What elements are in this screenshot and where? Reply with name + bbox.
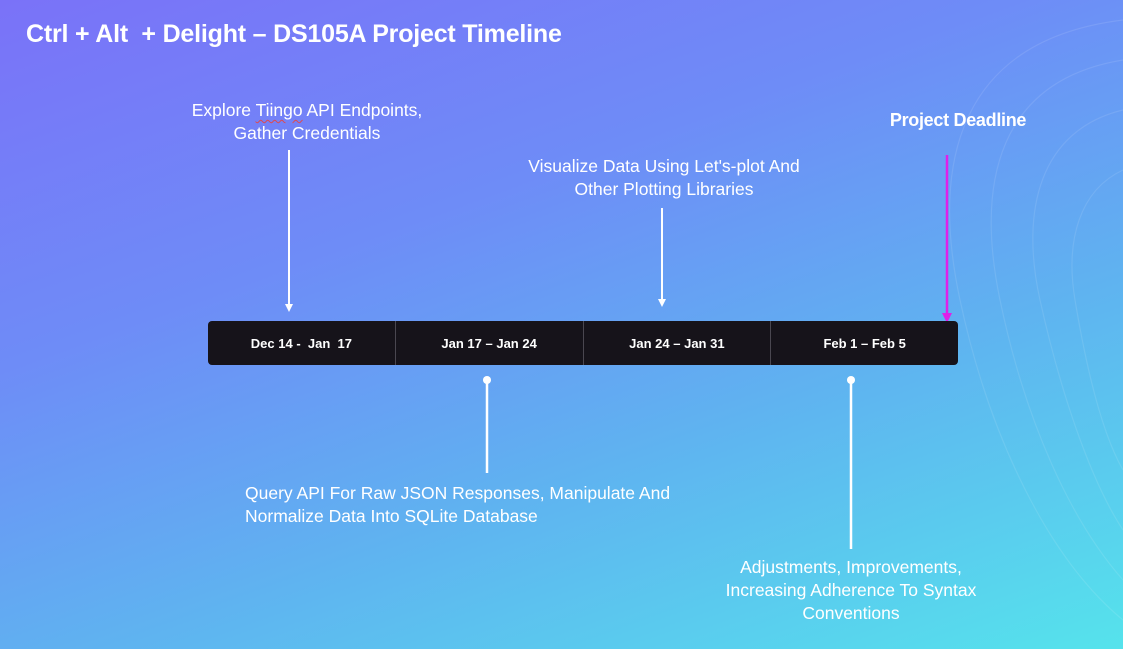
note-adjustments: Adjustments, Improvements, Increasing Ad…	[725, 557, 977, 623]
note-query-api: Query API For Raw JSON Responses, Manipu…	[245, 483, 671, 526]
timeline-segment-4: Feb 1 – Feb 5	[823, 335, 906, 351]
timeline-bar: Dec 14 - Jan 17 Jan 17 – Jan 24 Jan 24 –…	[208, 321, 958, 365]
note-explore-api: Explore Tiingo API Endpoints, Gather Cre…	[191, 100, 423, 143]
note-visualize-data: Visualize Data Using Let's-plot And Othe…	[528, 156, 800, 199]
spellcheck-word: Tiingo	[255, 100, 303, 120]
page-title: Ctrl + Alt + Delight – DS105A Project Ti…	[26, 20, 562, 48]
timeline-segment-2: Jan 17 – Jan 24	[396, 321, 584, 365]
timeline-segment-1: Dec 14 - Jan 17	[208, 321, 396, 365]
timeline-segment-3: Jan 24 – Jan 31	[584, 321, 772, 365]
project-deadline-label: Project Deadline	[889, 110, 1027, 130]
